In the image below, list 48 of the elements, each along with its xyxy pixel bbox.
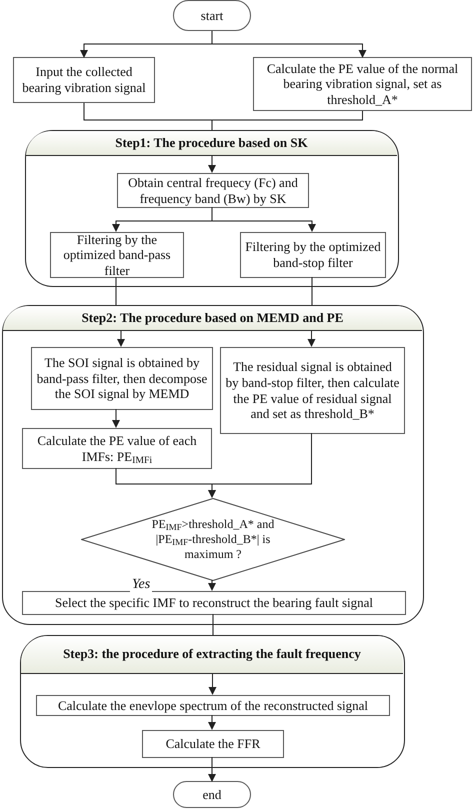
connector-arrow [208, 672, 216, 695]
terminal-pill [173, 781, 251, 808]
box-text: Obtain central frequecy (Fc) and frequency band (Bw) by SK [127, 174, 299, 206]
box-text: Input the collected bearing vibration signal [21, 64, 147, 96]
terminal-pill [173, 0, 251, 31]
connector-arrow [212, 206, 316, 232]
box-text: Filtering by the optimized band-pass filter [62, 232, 172, 278]
connector-arrow [117, 330, 125, 347]
process-box [117, 173, 309, 208]
connector-arrow [208, 580, 216, 591]
step-header-band [21, 636, 403, 674]
box-text: The residual signal is obtained by band-stop filter, then calculate the PE value of residual signal and set as threshold_B* [225, 359, 400, 422]
process-box [50, 232, 184, 278]
process-box [36, 695, 390, 716]
connector-arrow [208, 432, 312, 498]
connector-arrow [308, 330, 316, 347]
process-box [220, 347, 405, 434]
box-text: Calculate the PE value of the normal bearing vibration signal, set as threshold_A* [266, 60, 460, 108]
box-text: end [202, 786, 222, 802]
connector-arrow [208, 714, 216, 730]
process-box [142, 730, 284, 758]
step-panel [25, 130, 399, 287]
connector-arrow [112, 408, 120, 428]
connector-arrow [208, 154, 216, 173]
edge-label: Yes [130, 576, 152, 594]
step-panel [2, 305, 424, 625]
box-text: Select the specific IMF to reconstruct the bearing fault signal [54, 595, 374, 611]
process-box [22, 591, 406, 615]
box-text: Calculate the enevlope spectrum of the reconstructed signal [58, 698, 368, 714]
box-text: start [200, 8, 224, 24]
step-heading: Step3: the procedure of extracting the fault frequency [63, 646, 361, 663]
process-box [31, 347, 213, 410]
decision-text: PE$_{IMF}$>threshold_A* and |PE$_{IMF}$-threshold_B*| is maximum ? [150, 517, 276, 562]
step-header-band [3, 306, 422, 331]
process-box [240, 232, 386, 278]
step-panel [20, 635, 405, 768]
step-heading: Step2: The procedure based on MEMD and PE [82, 310, 344, 326]
connector-arrow [208, 756, 216, 782]
connector-arrow [212, 30, 366, 58]
process-box [13, 57, 155, 103]
box-text: The SOI signal is obtained by band-pass filter, then decompose the SOI signal by MEMD [36, 355, 208, 402]
process-box [253, 57, 472, 111]
box-text: Calculate the FFR [166, 736, 260, 752]
box-text: Filtering by the optimized band-stop filter [245, 239, 381, 271]
step-header-band [26, 131, 397, 156]
step-heading: Step1: The procedure based on SK [115, 134, 308, 152]
process-box [22, 428, 212, 469]
box-text: Calculate the PE value of each IMFs: PE$_{IMFi}$ [36, 432, 198, 464]
